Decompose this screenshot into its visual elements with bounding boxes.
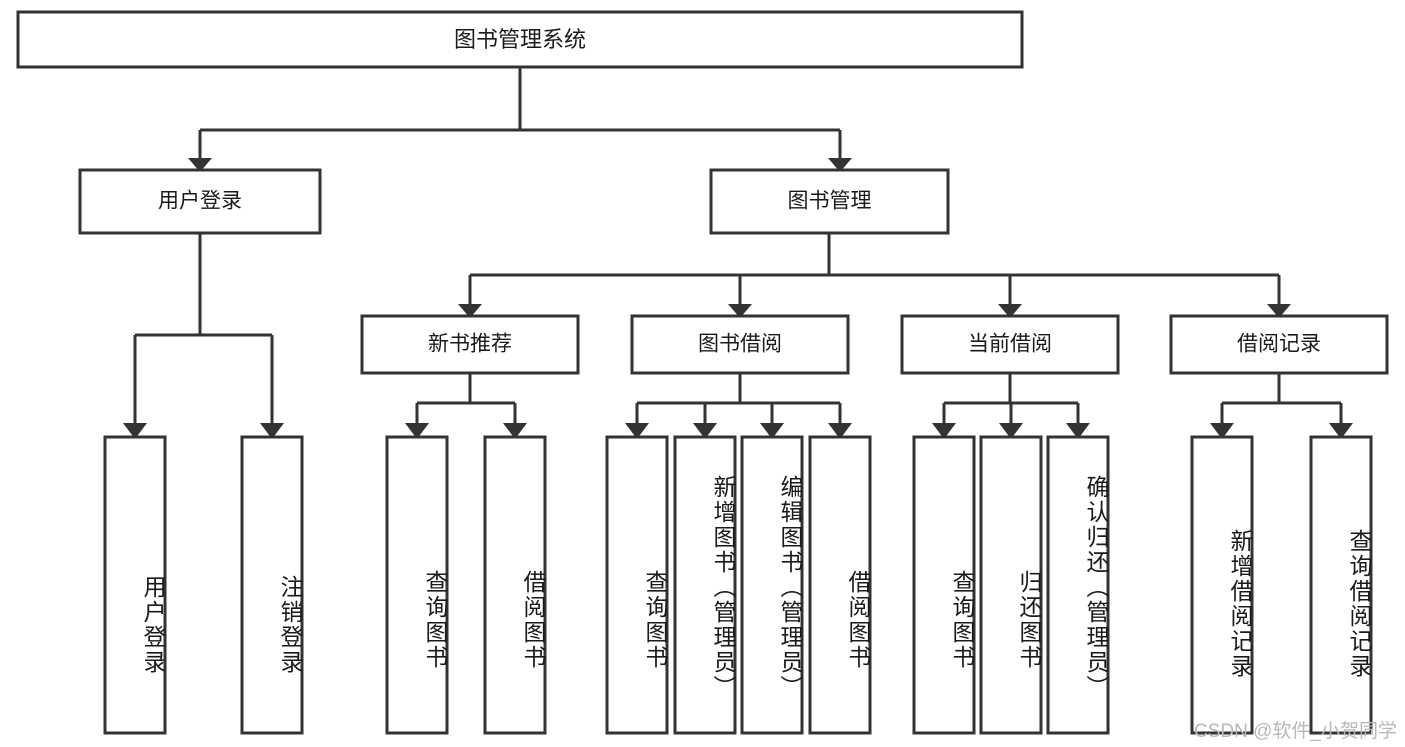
edge-root-trunk: [198, 67, 842, 158]
arrow-icon: [760, 423, 784, 439]
arrow-icon: [188, 158, 212, 172]
arrow-icon: [999, 423, 1023, 439]
arrow-icon: [503, 423, 527, 439]
arrow-icon: [828, 423, 852, 439]
leaf-box-query-book-current[interactable]: [912, 435, 976, 735]
leaf-box-borrow-book-rec[interactable]: [483, 435, 547, 735]
leaf-box-edit-book-admin[interactable]: [740, 435, 804, 735]
edge-userlogin-trunk: [133, 233, 274, 425]
arrow-icon: [458, 304, 482, 318]
node-new-book-recommend-box[interactable]: [360, 314, 580, 375]
leaf-box-add-book-admin[interactable]: [673, 435, 737, 735]
arrowhead-layer: [123, 158, 1353, 439]
edge-current-trunk: [942, 373, 1080, 425]
node-user-login-box[interactable]: [78, 168, 322, 235]
node-book-borrow-box[interactable]: [630, 314, 850, 375]
arrow-icon: [998, 304, 1022, 318]
connector-layer: [133, 67, 1343, 425]
node-root-label: 图书管理系统: [454, 27, 586, 52]
node-book-borrow-label: 图书借阅: [698, 333, 782, 356]
leaf-box-query-borrow-record[interactable]: [1309, 435, 1373, 735]
arrow-icon: [405, 423, 429, 439]
arrow-icon: [1329, 423, 1353, 439]
leaf-box-logout[interactable]: [240, 435, 304, 735]
arrow-icon: [260, 423, 284, 439]
arrow-icon: [693, 423, 717, 439]
leaf-box-confirm-return-admin[interactable]: [1046, 435, 1110, 735]
arrow-icon: [1267, 304, 1291, 318]
arrow-icon: [625, 423, 649, 439]
leaf-box-query-book-borrow[interactable]: [605, 435, 669, 735]
arrow-icon: [1210, 423, 1234, 439]
edge-record-trunk: [1220, 373, 1343, 425]
leaf-box-user-login[interactable]: [103, 435, 167, 735]
arrow-icon: [932, 423, 956, 439]
node-book-management-box[interactable]: [709, 168, 950, 235]
node-current-borrow-box[interactable]: [900, 314, 1120, 375]
arrow-icon: [1066, 423, 1090, 439]
node-current-borrow-label: 当前借阅: [968, 333, 1052, 356]
edge-newbook-trunk: [415, 373, 517, 425]
node-book-management-label: 图书管理: [788, 190, 872, 213]
leaf-box-add-borrow-record[interactable]: [1190, 435, 1254, 735]
arrow-icon: [728, 304, 752, 318]
node-new-book-recommend-label: 新书推荐: [428, 333, 512, 356]
node-root-box[interactable]: [16, 10, 1024, 69]
leaf-box-query-book-rec[interactable]: [385, 435, 449, 735]
node-user-login-label: 用户登录: [158, 190, 242, 213]
arrow-icon: [123, 423, 147, 439]
node-borrow-record-label: 借阅记录: [1237, 333, 1321, 356]
csdn-watermark: CSDN @软件_小贺同学: [1194, 721, 1397, 742]
edge-bookmgmt-trunk: [468, 233, 1281, 304]
leaf-box-return-book[interactable]: [979, 435, 1043, 735]
node-borrow-record-box[interactable]: [1169, 314, 1389, 375]
leaf-box-borrow-book[interactable]: [808, 435, 872, 735]
arrow-icon: [828, 158, 852, 172]
node-layer: 图书管理系统 用户登录 图书管理 新书推荐 图书借阅 当前借阅 借阅记录: [16, 10, 1389, 735]
edge-borrow-trunk: [635, 373, 842, 425]
